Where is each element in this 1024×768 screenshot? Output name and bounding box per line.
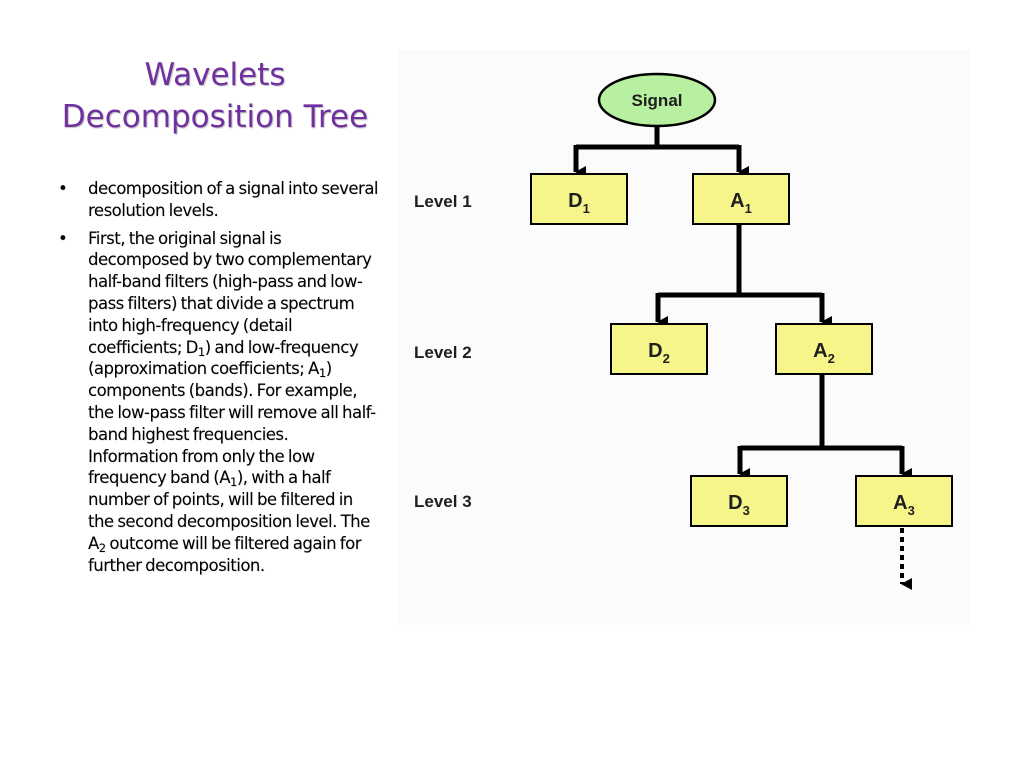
bullet-1-text: decomposition of a signal into several r… bbox=[88, 179, 379, 220]
decomposition-tree-diagram: Signal Level 1 Level 2 Level 3 D1 A1 D2 … bbox=[398, 50, 970, 625]
node-a2-subscript: 2 bbox=[828, 351, 835, 366]
node-a2-box bbox=[775, 323, 873, 375]
bullet-2-text-part-1: First, the original signal is decomposed… bbox=[88, 228, 372, 357]
node-a1-label: A1 bbox=[730, 190, 752, 216]
node-a3-label: A3 bbox=[893, 492, 915, 518]
node-a2-letter: A bbox=[813, 340, 827, 362]
node-d3-letter: D bbox=[728, 492, 742, 514]
title-line-1: Wavelets bbox=[144, 57, 286, 93]
node-a3-letter: A bbox=[893, 492, 907, 514]
node-d1-letter: D bbox=[568, 190, 582, 212]
bullet-item-2: First, the original signal is decomposed… bbox=[58, 228, 378, 577]
node-d2: D2 bbox=[610, 323, 708, 375]
node-d2-letter: D bbox=[648, 340, 662, 362]
tree-connectors bbox=[573, 118, 912, 590]
bullet-2-subscript-4: 2 bbox=[98, 540, 106, 555]
node-a3-box bbox=[855, 475, 953, 527]
node-d1-subscript: 1 bbox=[583, 201, 590, 216]
bullet-2-text-part-5: outcome will be filtered again for furth… bbox=[88, 533, 361, 575]
bullet-2-text-part-3: ) components (bands). For example, the l… bbox=[88, 359, 376, 488]
level-label-3: Level 3 bbox=[414, 492, 472, 511]
node-a1-subscript: 1 bbox=[745, 201, 752, 216]
slide-title: Wavelets Decomposition Tree bbox=[40, 54, 390, 138]
node-d3: D3 bbox=[690, 475, 788, 527]
node-d3-subscript: 3 bbox=[743, 503, 750, 518]
level-label-2: Level 2 bbox=[414, 343, 472, 362]
node-d1-label: D1 bbox=[568, 190, 590, 216]
bullet-2-subscript-2: 1 bbox=[318, 366, 326, 381]
node-d3-box bbox=[690, 475, 788, 527]
node-d2-label: D2 bbox=[648, 340, 670, 366]
node-a2: A2 bbox=[775, 323, 873, 375]
node-d1: D1 bbox=[530, 173, 628, 225]
signal-ellipse bbox=[597, 72, 717, 128]
bullet-2-text-part-4: ), with a half number of points, will be… bbox=[88, 468, 370, 553]
connector-a2-to-level-3 bbox=[740, 374, 902, 451]
node-d2-subscript: 2 bbox=[663, 351, 670, 366]
bullet-list: decomposition of a signal into several r… bbox=[58, 178, 379, 582]
signal-label: Signal bbox=[631, 91, 682, 110]
bullet-2-subscript-3: 1 bbox=[230, 475, 237, 490]
node-a1-letter: A bbox=[730, 190, 744, 212]
node-a1: A1 bbox=[692, 173, 790, 225]
connector-a1-to-level-2 bbox=[658, 224, 822, 298]
level-label-1: Level 1 bbox=[414, 192, 472, 211]
node-d1-box bbox=[530, 173, 628, 225]
bullet-2-text-part-2: ) and low-frequency (approximation coeff… bbox=[88, 337, 359, 379]
node-a3: A3 bbox=[855, 475, 953, 527]
node-d2-box bbox=[610, 323, 708, 375]
signal-node: Signal bbox=[597, 72, 717, 128]
node-a2-label: A2 bbox=[813, 340, 835, 366]
bullet-2-subscript-1: 1 bbox=[197, 344, 205, 359]
bullet-item-1: decomposition of a signal into several r… bbox=[58, 178, 379, 222]
title-line-2: Decomposition Tree bbox=[61, 99, 369, 135]
node-d3-label: D3 bbox=[728, 492, 750, 518]
node-a3-subscript: 3 bbox=[908, 503, 915, 518]
node-a1-box bbox=[692, 173, 790, 225]
